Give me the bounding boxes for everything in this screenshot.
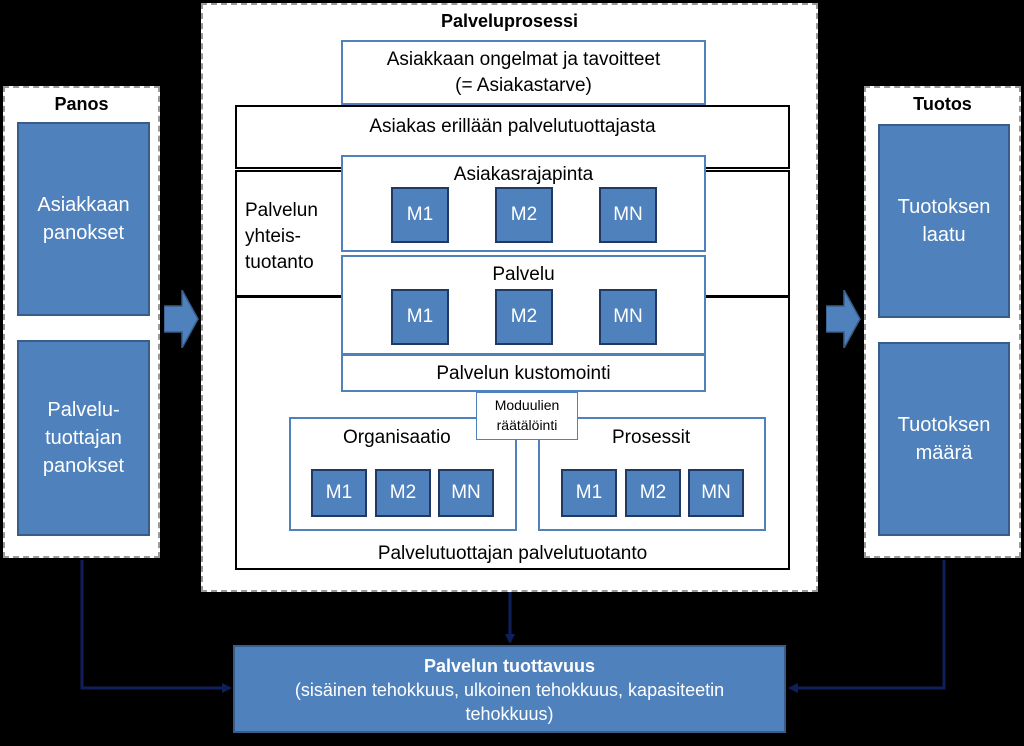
customer-interface-box: Asiakasrajapinta M1 M2 MN xyxy=(341,155,706,252)
module-m1: M1 xyxy=(391,289,449,345)
module-m2: M2 xyxy=(625,469,681,517)
customer-needs-box: Asiakkaan ongelmat ja tavoitteet (= Asia… xyxy=(341,40,706,105)
arrow-right-icon xyxy=(164,290,199,348)
provider-inputs-label: Palvelu-tuottajan panokset xyxy=(42,399,125,477)
module-mn: MN xyxy=(688,469,744,517)
module-m1: M1 xyxy=(311,469,367,517)
productivity-box: Palvelun tuottavuus (sisäinen tehokkuus,… xyxy=(233,645,786,733)
tuotos-to-productivity-line xyxy=(788,560,946,693)
productivity-line2: (sisäinen tehokkuus, ulkoinen tehokkuus,… xyxy=(294,680,725,700)
module-tailoring-label: Moduulien räätälöinti xyxy=(494,397,560,433)
processes-label: Prosessit xyxy=(612,427,691,448)
module-tailoring-box: Moduulien räätälöinti xyxy=(476,392,578,440)
output-quality-box: Tuotoksen laatu xyxy=(878,124,1010,318)
customization-box: Palvelun kustomointi xyxy=(341,354,706,392)
customer-needs-line2: (= Asiakastarve) xyxy=(455,75,592,96)
module-m2: M2 xyxy=(375,469,431,517)
panos-panel: Panos Asiakkaan panokset Palvelu-tuottaj… xyxy=(3,86,160,558)
tuotos-title: Tuotos xyxy=(913,94,972,114)
output-quantity-label: Tuotoksen määrä xyxy=(897,414,991,464)
arrow-right-icon xyxy=(826,290,861,348)
productivity-line3: tehokkuus) xyxy=(465,704,554,724)
customer-inputs-box: Asiakkaan panokset xyxy=(17,122,150,316)
panos-to-productivity-line xyxy=(80,560,232,693)
module-m1: M1 xyxy=(391,187,449,243)
provider-inputs-box: Palvelu-tuottajan panokset xyxy=(17,340,150,536)
module-mn: MN xyxy=(599,289,657,345)
tuotos-panel: Tuotos Tuotoksen laatu Tuotoksen määrä xyxy=(864,86,1021,558)
productivity-title: Palvelun tuottavuus xyxy=(423,656,596,676)
module-m2: M2 xyxy=(495,187,553,243)
output-quantity-box: Tuotoksen määrä xyxy=(878,342,1010,536)
organisation-label: Organisaatio xyxy=(343,427,451,448)
module-mn: MN xyxy=(599,187,657,243)
customer-separate-label: Asiakas erillään palvelutuottajasta xyxy=(369,116,656,137)
customer-interface-label: Asiakasrajapinta xyxy=(453,164,594,185)
customer-needs-line1: Asiakkaan ongelmat ja tavoitteet xyxy=(386,49,661,70)
production-label: Palvelutuottajan palvelutuotanto xyxy=(377,543,648,564)
service-box: Palvelu M1 M2 MN xyxy=(341,255,706,355)
customer-inputs-label: Asiakkaan panokset xyxy=(37,194,130,244)
customization-label: Palvelun kustomointi xyxy=(436,363,611,384)
output-quality-label: Tuotoksen laatu xyxy=(897,196,991,246)
coproduction-label: Palvelun yhteis-tuotanto xyxy=(245,200,318,273)
module-m2: M2 xyxy=(495,289,553,345)
panos-title: Panos xyxy=(54,94,109,114)
service-label: Palvelu xyxy=(492,264,555,285)
process-title: Palveluprosessi xyxy=(440,11,579,31)
module-mn: MN xyxy=(438,469,494,517)
module-m1: M1 xyxy=(561,469,617,517)
